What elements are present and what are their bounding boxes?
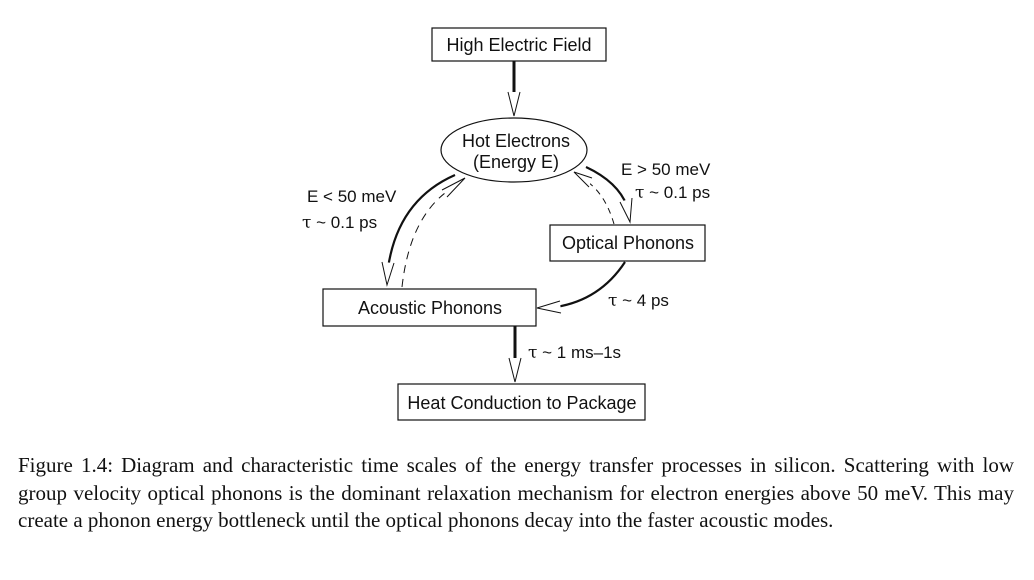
label-optical-decay-time-value: ~ 4 ps xyxy=(617,291,669,310)
energy-transfer-diagram: High Electric Field Hot Electrons (Energ… xyxy=(302,27,711,421)
label-heat-time: τ ~ 1 ms–1s xyxy=(528,343,621,363)
label-high-energy-time-value: ~ 0.1 ps xyxy=(644,183,710,202)
arrow-electrons-to-acoustic xyxy=(381,173,456,287)
label-heat-time-value: ~ 1 ms–1s xyxy=(537,343,621,362)
label-high-energy: E > 50 meV xyxy=(621,160,711,179)
arrow-acoustic-to-heat xyxy=(508,326,522,383)
tau-symbol: τ xyxy=(635,183,644,203)
label-low-energy-time-value: ~ 0.1 ps xyxy=(311,213,377,232)
arrow-field-to-electrons xyxy=(507,61,521,117)
tau-symbol: τ xyxy=(528,343,537,363)
figure-caption: Figure 1.4: Diagram and characteristic t… xyxy=(18,453,1014,532)
node-hot-electrons-label-line1: Hot Electrons xyxy=(462,131,570,151)
node-hot-electrons-label-line2: (Energy E) xyxy=(473,152,559,172)
node-high-electric-field-label: High Electric Field xyxy=(446,35,591,55)
label-low-energy-time: τ ~ 0.1 ps xyxy=(302,213,377,233)
node-optical-phonons-label: Optical Phonons xyxy=(562,233,694,253)
tau-symbol: τ xyxy=(302,213,311,233)
node-optical-phonons: Optical Phonons xyxy=(549,224,706,262)
arrow-electrons-to-optical xyxy=(585,166,633,224)
label-high-energy-time: τ ~ 0.1 ps xyxy=(635,183,710,203)
node-hot-electrons: Hot Electrons (Energy E) xyxy=(440,117,588,183)
node-heat-conduction: Heat Conduction to Package xyxy=(397,383,646,421)
label-optical-decay-time: τ ~ 4 ps xyxy=(608,291,669,311)
node-heat-conduction-label: Heat Conduction to Package xyxy=(407,393,636,413)
arrow-acoustic-to-electrons xyxy=(401,177,466,288)
label-low-energy: E < 50 meV xyxy=(307,187,397,206)
arrow-optical-to-electrons xyxy=(573,171,615,225)
arrow-optical-to-acoustic xyxy=(536,261,626,314)
node-high-electric-field: High Electric Field xyxy=(431,27,607,62)
tau-symbol: τ xyxy=(608,291,617,311)
node-acoustic-phonons-label: Acoustic Phonons xyxy=(358,298,502,318)
node-acoustic-phonons: Acoustic Phonons xyxy=(322,288,537,327)
